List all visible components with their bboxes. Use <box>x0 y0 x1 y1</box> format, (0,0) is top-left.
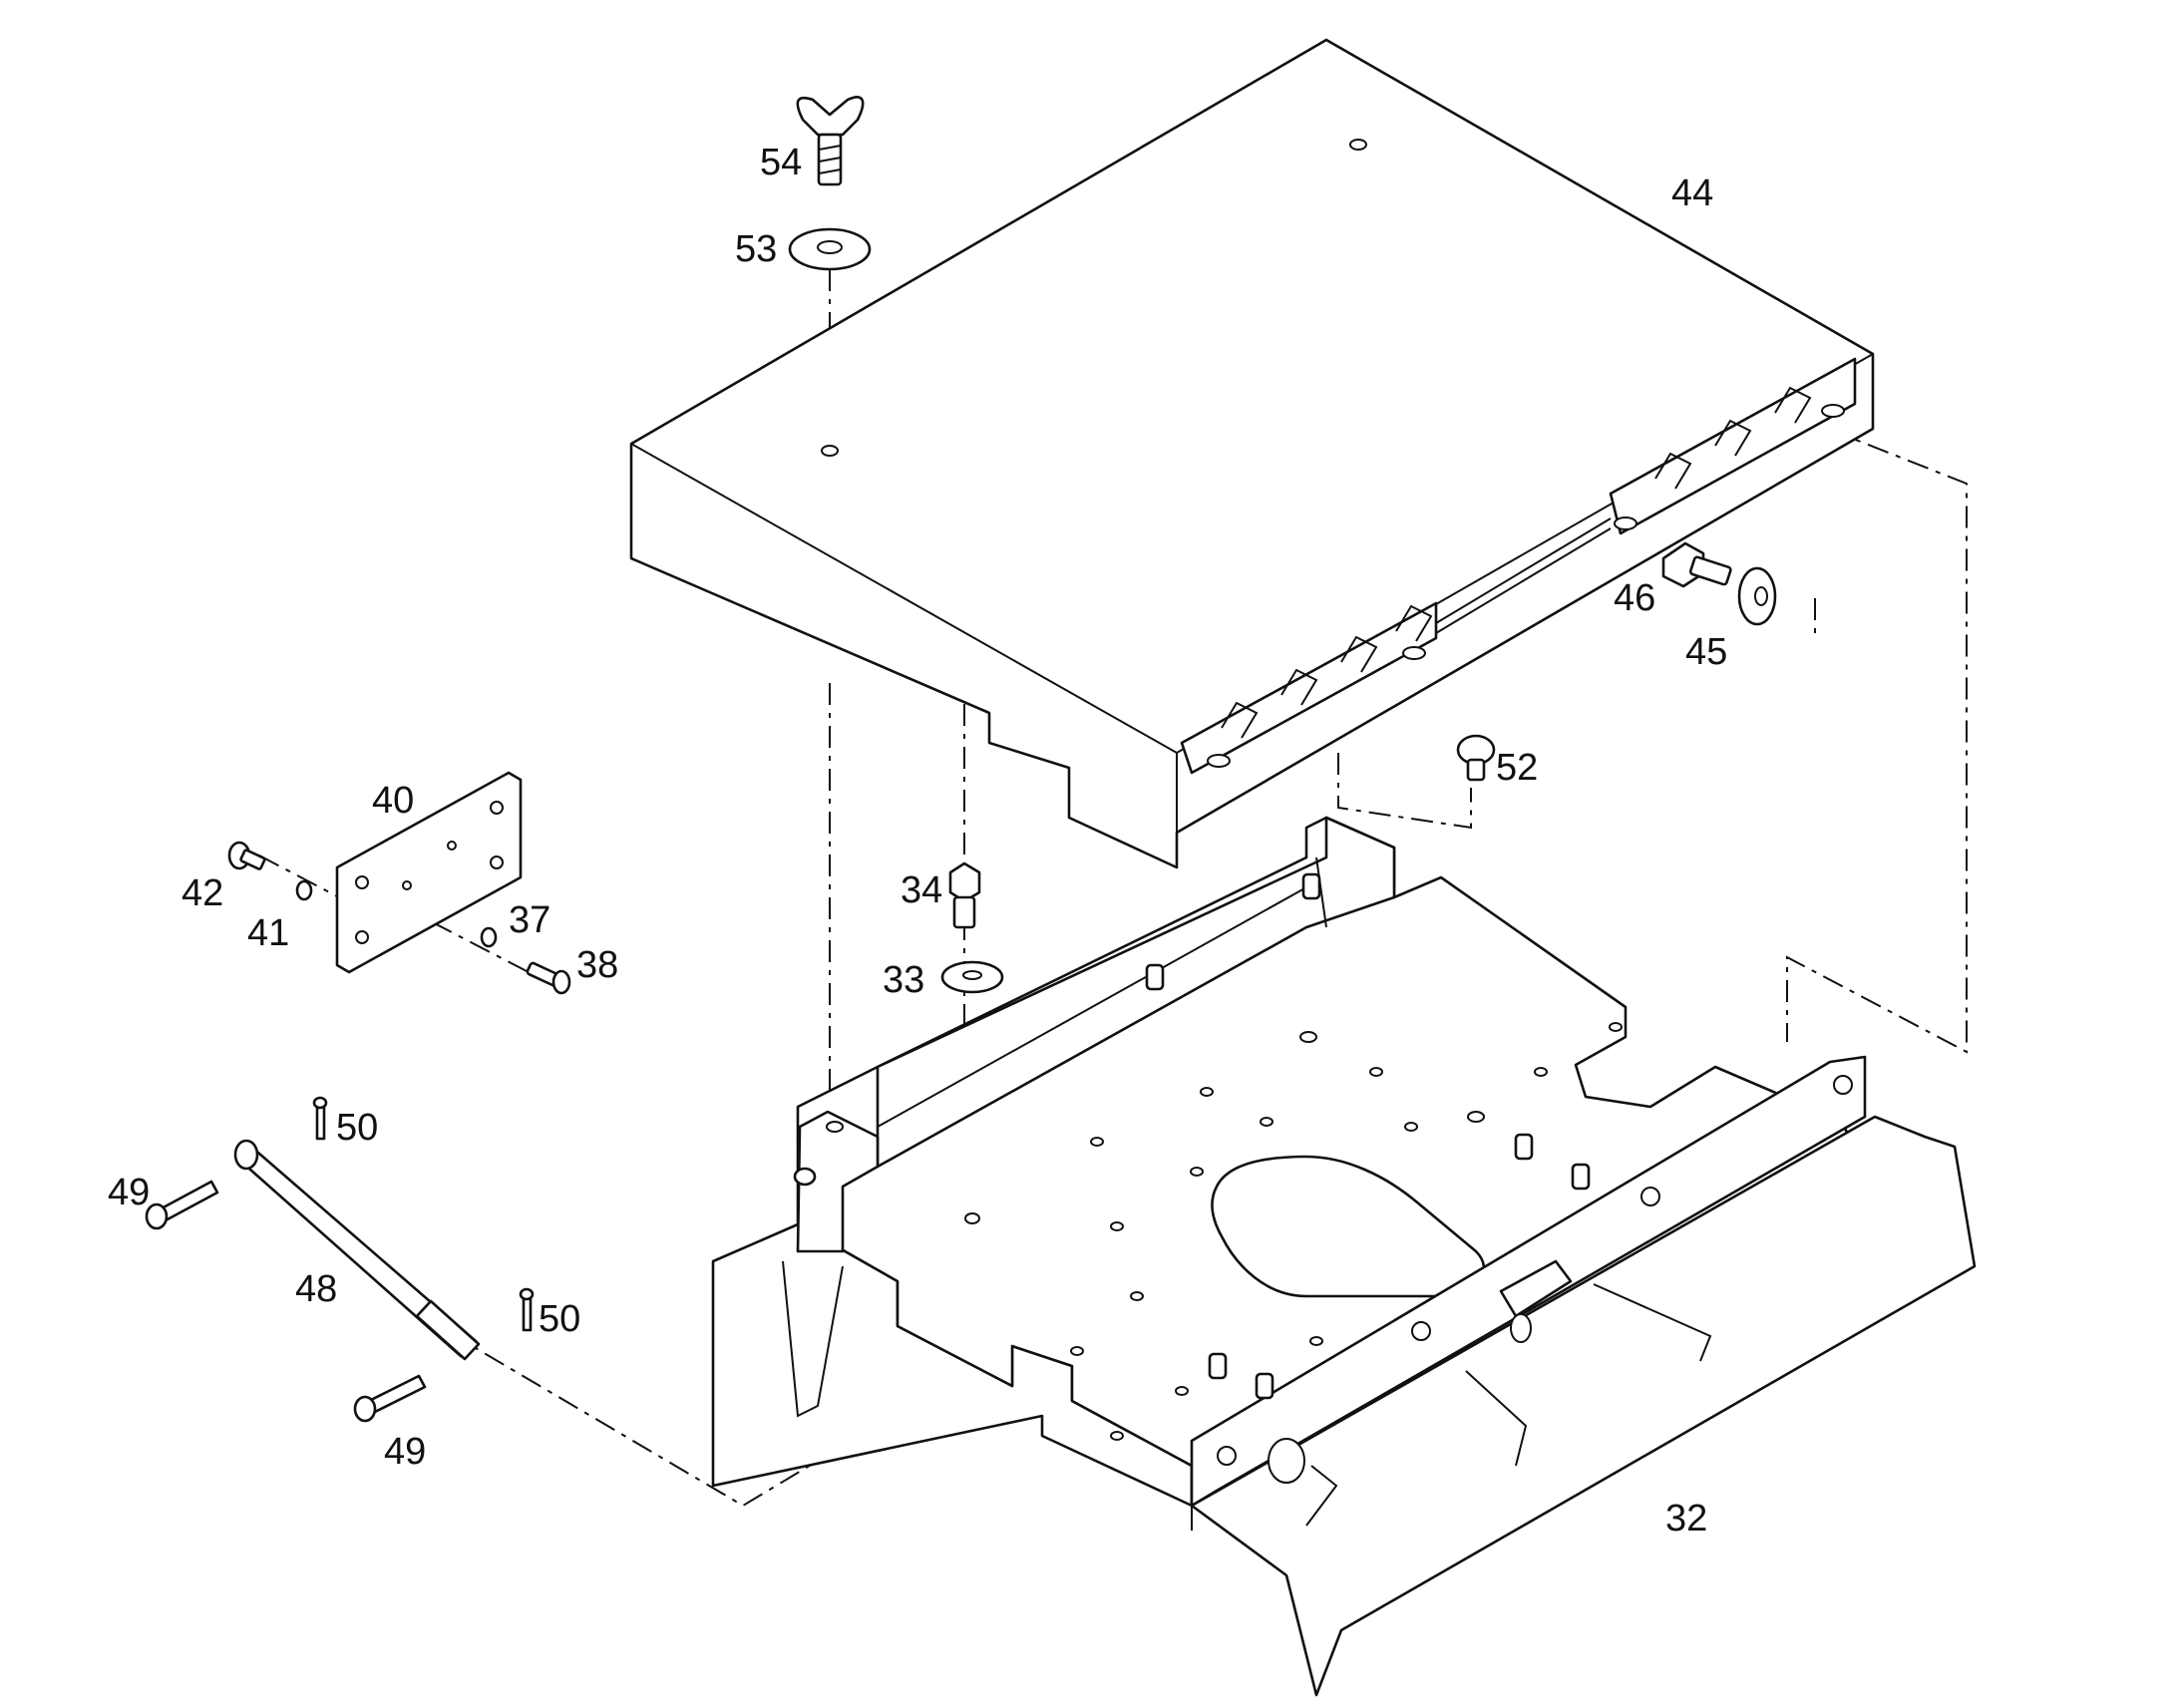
pin-part-49-lower <box>353 1374 427 1423</box>
callout-48: 48 <box>295 1268 337 1310</box>
screw-part-42 <box>227 841 266 870</box>
callout-44: 44 <box>1671 172 1713 214</box>
knob-part-52 <box>1456 734 1496 782</box>
wing-bolt-part-54 <box>796 96 865 186</box>
callout-33: 33 <box>883 959 924 1001</box>
base-frame-part-32 <box>711 816 1977 1697</box>
cotter-pin-part-50-upper <box>312 1096 328 1141</box>
cotter-pin-part-50-lower <box>519 1287 535 1332</box>
callout-labels: 44 54 53 46 45 52 40 42 41 37 38 34 33 5… <box>108 142 1727 1539</box>
callout-42: 42 <box>182 872 223 914</box>
washer-part-37 <box>480 926 498 948</box>
washer-part-53 <box>788 227 872 271</box>
callout-54: 54 <box>760 142 802 183</box>
pin-part-49-upper <box>145 1180 219 1230</box>
screw-part-38 <box>526 961 571 995</box>
callout-32: 32 <box>1665 1498 1707 1539</box>
washer-part-41 <box>295 879 313 901</box>
callout-49-upper: 49 <box>108 1172 150 1213</box>
rod-part-48 <box>233 1139 481 1361</box>
plate-part-40 <box>335 771 523 974</box>
callout-41: 41 <box>247 912 289 954</box>
callout-38: 38 <box>576 944 618 986</box>
callout-53: 53 <box>735 228 777 270</box>
callout-49-lower: 49 <box>384 1431 426 1473</box>
callout-46: 46 <box>1614 577 1655 619</box>
callout-40: 40 <box>372 780 414 822</box>
callout-50-upper: 50 <box>336 1107 378 1149</box>
callout-45: 45 <box>1685 631 1727 673</box>
bolt-part-46 <box>1661 541 1732 588</box>
callout-50-lower: 50 <box>539 1298 580 1340</box>
callout-37: 37 <box>509 899 550 941</box>
washer-part-33 <box>940 960 1004 994</box>
hinge-knuckles <box>1221 386 1812 739</box>
washer-part-45 <box>1737 566 1777 626</box>
callout-34: 34 <box>901 869 942 911</box>
bolt-part-34 <box>948 861 981 929</box>
cover-part-44 <box>629 38 1875 869</box>
callout-52: 52 <box>1496 747 1538 789</box>
